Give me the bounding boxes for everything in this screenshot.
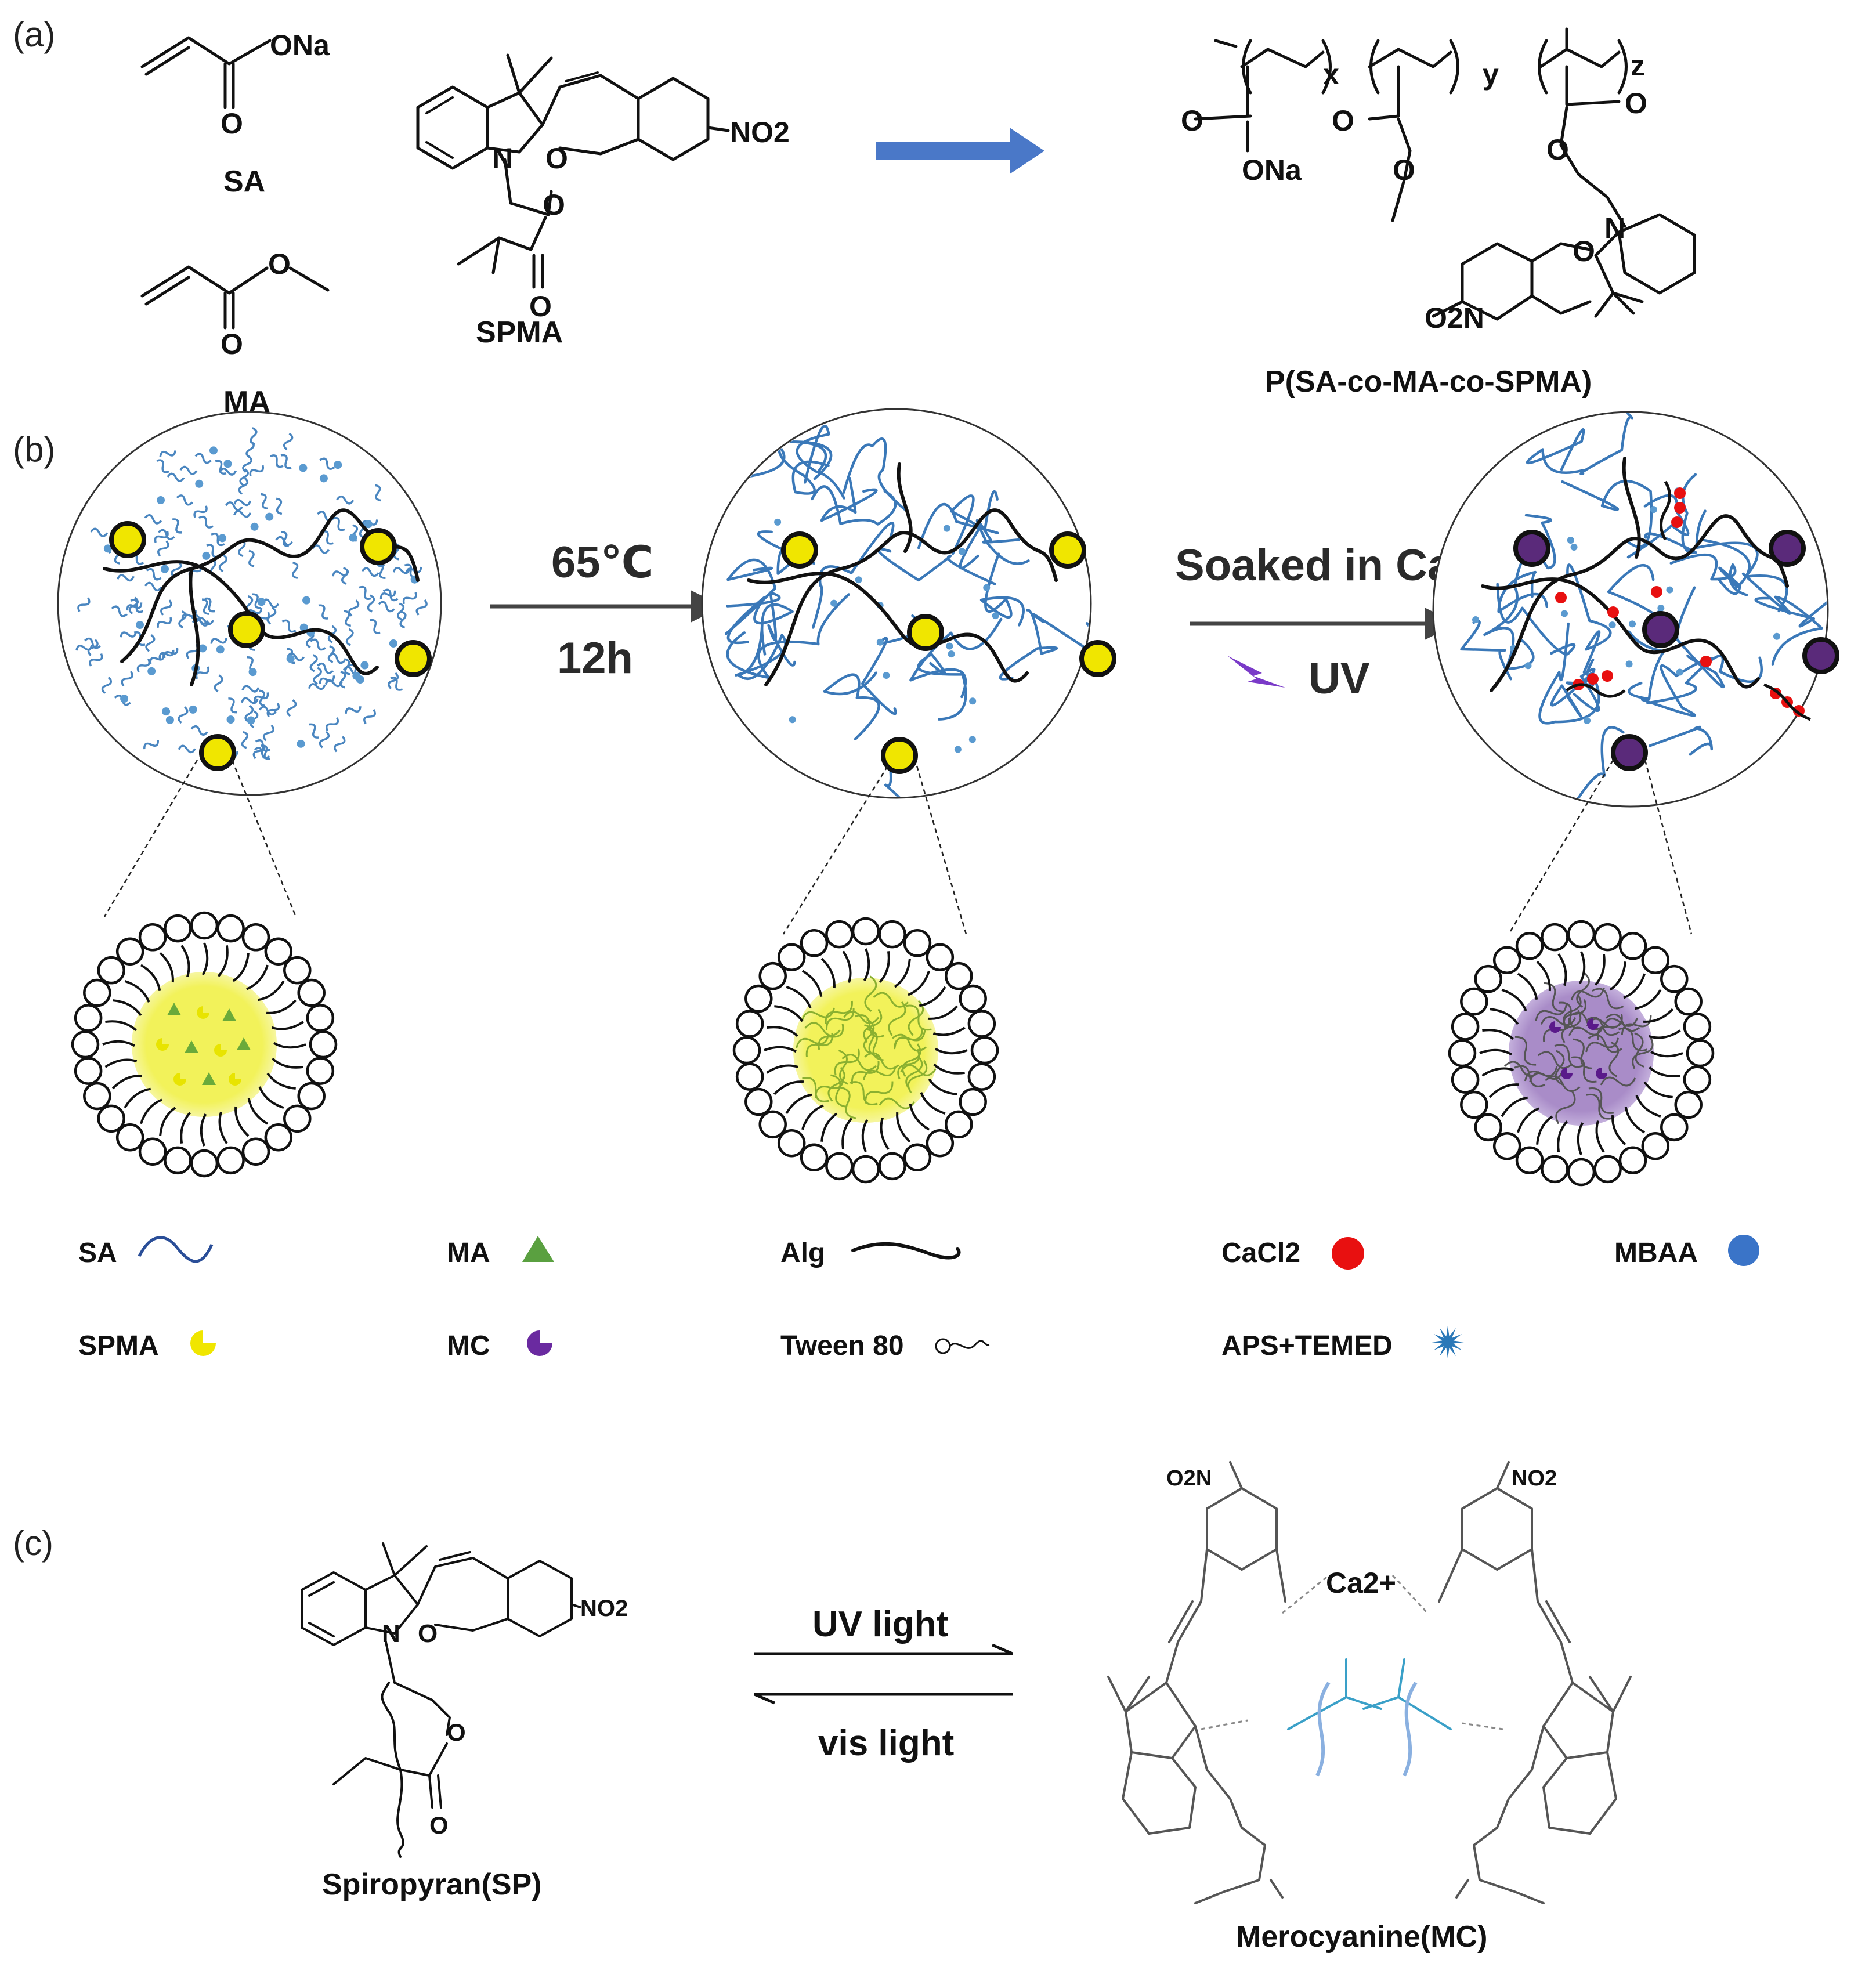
- poly-sub-y: y: [1483, 58, 1499, 91]
- network-circle-1: [57, 411, 442, 796]
- mc-nitro-left: O2N: [1166, 1466, 1212, 1491]
- legend-label-tween80: Tween 80: [780, 1330, 904, 1361]
- panel-label-c: (c): [13, 1524, 53, 1563]
- forward-label: UV light: [812, 1604, 948, 1644]
- sa-monomer-waves: [75, 427, 428, 760]
- legend-label-mbaa: MBAA: [1614, 1238, 1698, 1268]
- sp-carbonyl-o-text: O: [429, 1811, 449, 1839]
- poly-o2-text: O: [1332, 104, 1354, 137]
- spma-n-text: N: [492, 142, 513, 175]
- mc-calcium-ion: Ca2+: [1326, 1567, 1396, 1599]
- step1-time: 12h: [557, 634, 633, 683]
- micelle-3: [1448, 920, 1715, 1187]
- zoom-lines-2: [782, 765, 967, 935]
- purple-pacman-icon: [527, 1330, 552, 1356]
- sp-n-text: N: [382, 1619, 400, 1648]
- blue-star-icon: [1432, 1326, 1464, 1358]
- sa-name: SA: [223, 165, 265, 198]
- polymer-structure: O ONa O O O O N O O2N x y z P(SA-co-MA-c…: [1181, 27, 1696, 399]
- spma-structure: N O NO2 O O SPMA: [416, 53, 790, 349]
- surfactant-icon: [935, 1338, 990, 1354]
- poly-n-text: N: [1604, 212, 1625, 244]
- micelle-2: [732, 917, 999, 1184]
- spma-name: SPMA: [476, 316, 563, 349]
- panel-c: N O NO2 O O Spiropyran(SP) UV light vis …: [301, 1461, 1632, 1954]
- sp-name: Spiropyran(SP): [322, 1868, 542, 1901]
- blue-wave-icon: [138, 1236, 214, 1263]
- poly-o1-text: O: [1181, 104, 1203, 137]
- panel-b: 65℃ 12h Soaked in Ca2+ UV: [57, 408, 1839, 1187]
- legend: SA MA Alg CaCl2 MBAA SPMA MC Tween 80 AP…: [78, 1235, 1759, 1361]
- legend-label-mc: MC: [447, 1330, 490, 1361]
- panel-label-b: (b): [13, 430, 55, 469]
- step1-temperature: 65℃: [551, 538, 654, 587]
- legend-label-spma: SPMA: [78, 1330, 159, 1361]
- poly-ona-text: ONa: [1242, 154, 1302, 186]
- network-circle-2: [701, 408, 1116, 799]
- sa-structure: ONa O SA: [140, 29, 330, 198]
- red-dot-icon: [1332, 1237, 1364, 1270]
- poly-sub-x: x: [1323, 58, 1339, 91]
- calcium-crosslinks: [1555, 480, 1811, 721]
- legend-label-sa: SA: [78, 1238, 117, 1268]
- reverse-label: vis light: [818, 1723, 954, 1763]
- poly-sub-z: z: [1631, 49, 1645, 82]
- yellow-pacman-icon: [190, 1330, 216, 1356]
- step2-uv: UV: [1308, 654, 1370, 703]
- spma-carbonyl-o-text: O: [529, 290, 552, 323]
- micelle-1: [71, 911, 338, 1178]
- zoom-lines-3: [1508, 760, 1693, 935]
- sp-structure: N O NO2 O O Spiropyran(SP): [301, 1542, 628, 1901]
- poly-o3-text: O: [1393, 154, 1415, 186]
- zoom-lines-1: [103, 760, 297, 917]
- poly-ring-o-text: O: [1573, 235, 1595, 267]
- poly-o5-text: O: [1546, 133, 1569, 166]
- mc-nitro-right: NO2: [1512, 1466, 1557, 1491]
- green-triangle-icon: [522, 1236, 554, 1262]
- uv-lightning-icon: [1227, 656, 1285, 688]
- legend-label-alg: Alg: [780, 1238, 825, 1268]
- panel-label-a: (a): [13, 15, 55, 54]
- spma-nitro-text: NO2: [730, 116, 790, 149]
- legend-label-cacl2: CaCl2: [1221, 1238, 1300, 1268]
- spma-o-text: O: [545, 142, 568, 175]
- legend-label-ma: MA: [447, 1238, 490, 1268]
- ma-structure: O O MA: [140, 248, 330, 419]
- poly-nitro-text: O2N: [1425, 302, 1484, 334]
- mc-structure: O2N NO2 Ca2+ Merocyanine(MC): [1107, 1461, 1632, 1954]
- reaction-arrow: [876, 128, 1044, 174]
- sp-nitro-text: NO2: [580, 1596, 628, 1621]
- sp-ester-o-text: O: [447, 1719, 466, 1746]
- ma-o-text: O: [221, 328, 243, 360]
- network-circle-3: [1432, 411, 1839, 808]
- polymer-name: P(SA-co-MA-co-SPMA): [1265, 365, 1592, 399]
- spma-ester-o-text: O: [543, 189, 565, 221]
- ma-ester-o-text: O: [268, 248, 291, 280]
- blue-dot-icon: [1728, 1235, 1759, 1266]
- black-curve-icon: [851, 1242, 961, 1260]
- legend-label-aps-temed: APS+TEMED: [1221, 1330, 1393, 1361]
- sa-o-text: O: [221, 107, 243, 140]
- sa-ona-text: ONa: [270, 29, 330, 62]
- poly-o4-text: O: [1625, 87, 1647, 120]
- sp-o-text: O: [418, 1619, 438, 1648]
- panel-a: ONa O SA O O MA: [140, 27, 1696, 419]
- mc-name: Merocyanine(MC): [1236, 1920, 1487, 1954]
